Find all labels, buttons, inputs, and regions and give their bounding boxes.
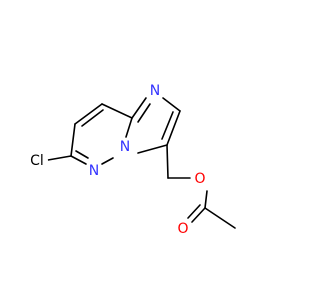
bond-c3-c2-double: [161, 111, 174, 140]
bond-c7-c8: [74, 103, 103, 125]
bond-c2-n1: [137, 144, 168, 154]
bond-carbonyl-c-o-double: [187, 204, 201, 219]
bond-n5-n1: [101, 157, 114, 165]
bond-c8a-n1: [125, 117, 133, 138]
bonds: [47, 97, 236, 229]
bond-c8a-n4: [131, 97, 147, 119]
molecule-structure: Cl N N N O O: [26, 83, 236, 237]
bond-n4-c3: [162, 97, 181, 112]
bond-c2-ch2: [166, 144, 169, 179]
bond-c6-n5-double: [75, 150, 89, 159]
bond-c7-c8-double: [81, 109, 104, 127]
atom-n-imidazole: N: [150, 83, 160, 99]
atom-n-bridgehead: N: [120, 139, 130, 155]
bond-carbonyl-c-o: [191, 207, 206, 223]
atom-n-pyridazine: N: [89, 163, 99, 179]
bond-c6-cl: [47, 155, 72, 161]
bond-carbonyl-c-methyl: [204, 207, 236, 229]
bond-c6-n5: [70, 155, 87, 165]
bond-o-carbonyl-c: [204, 190, 208, 209]
bond-c3-c2: [166, 110, 181, 146]
atom-o-carbonyl: O: [177, 221, 188, 237]
bond-c8a-n4-double: [137, 103, 151, 123]
bond-c6-c7: [70, 123, 76, 157]
atom-labels: Cl N N N O O: [26, 83, 208, 237]
bond-c8-c8a: [101, 103, 133, 119]
atom-o-ester: O: [194, 171, 205, 187]
atom-cl: Cl: [30, 153, 44, 169]
